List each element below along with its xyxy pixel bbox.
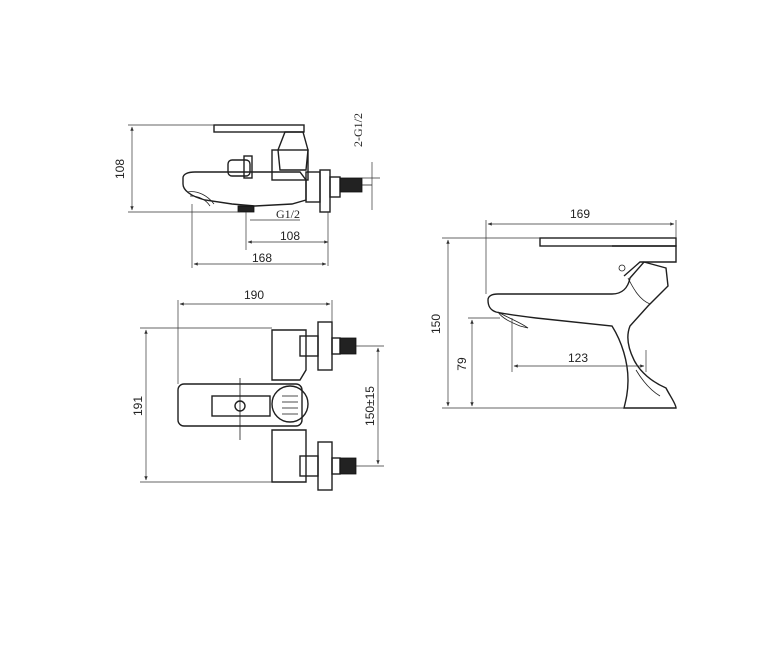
dim-basin-height: 150: [429, 314, 443, 334]
dim-inlet-spacing: 150±15: [363, 386, 377, 426]
bath-mixer-side-view: 108 2-G1/2 G1/2 108 168: [113, 113, 380, 268]
dim-basin-length: 169: [570, 207, 590, 221]
dim-side-height: 108: [113, 159, 127, 179]
dim-outlet-thread: 2-G1/2: [351, 113, 365, 147]
bath-mixer-top-view: 190 191 150±15: [131, 288, 384, 491]
dim-spout-thread: G1/2: [276, 207, 300, 221]
dim-spout-reach: 123: [568, 351, 588, 365]
dim-spout-height: 79: [455, 357, 469, 371]
dim-top-width: 190: [244, 288, 264, 302]
dim-top-depth: 191: [131, 396, 145, 416]
basin-mixer-side-view: 169 150 79 123: [429, 207, 677, 409]
dim-spout-offset: 108: [280, 229, 300, 243]
dim-total-length: 168: [252, 251, 272, 265]
